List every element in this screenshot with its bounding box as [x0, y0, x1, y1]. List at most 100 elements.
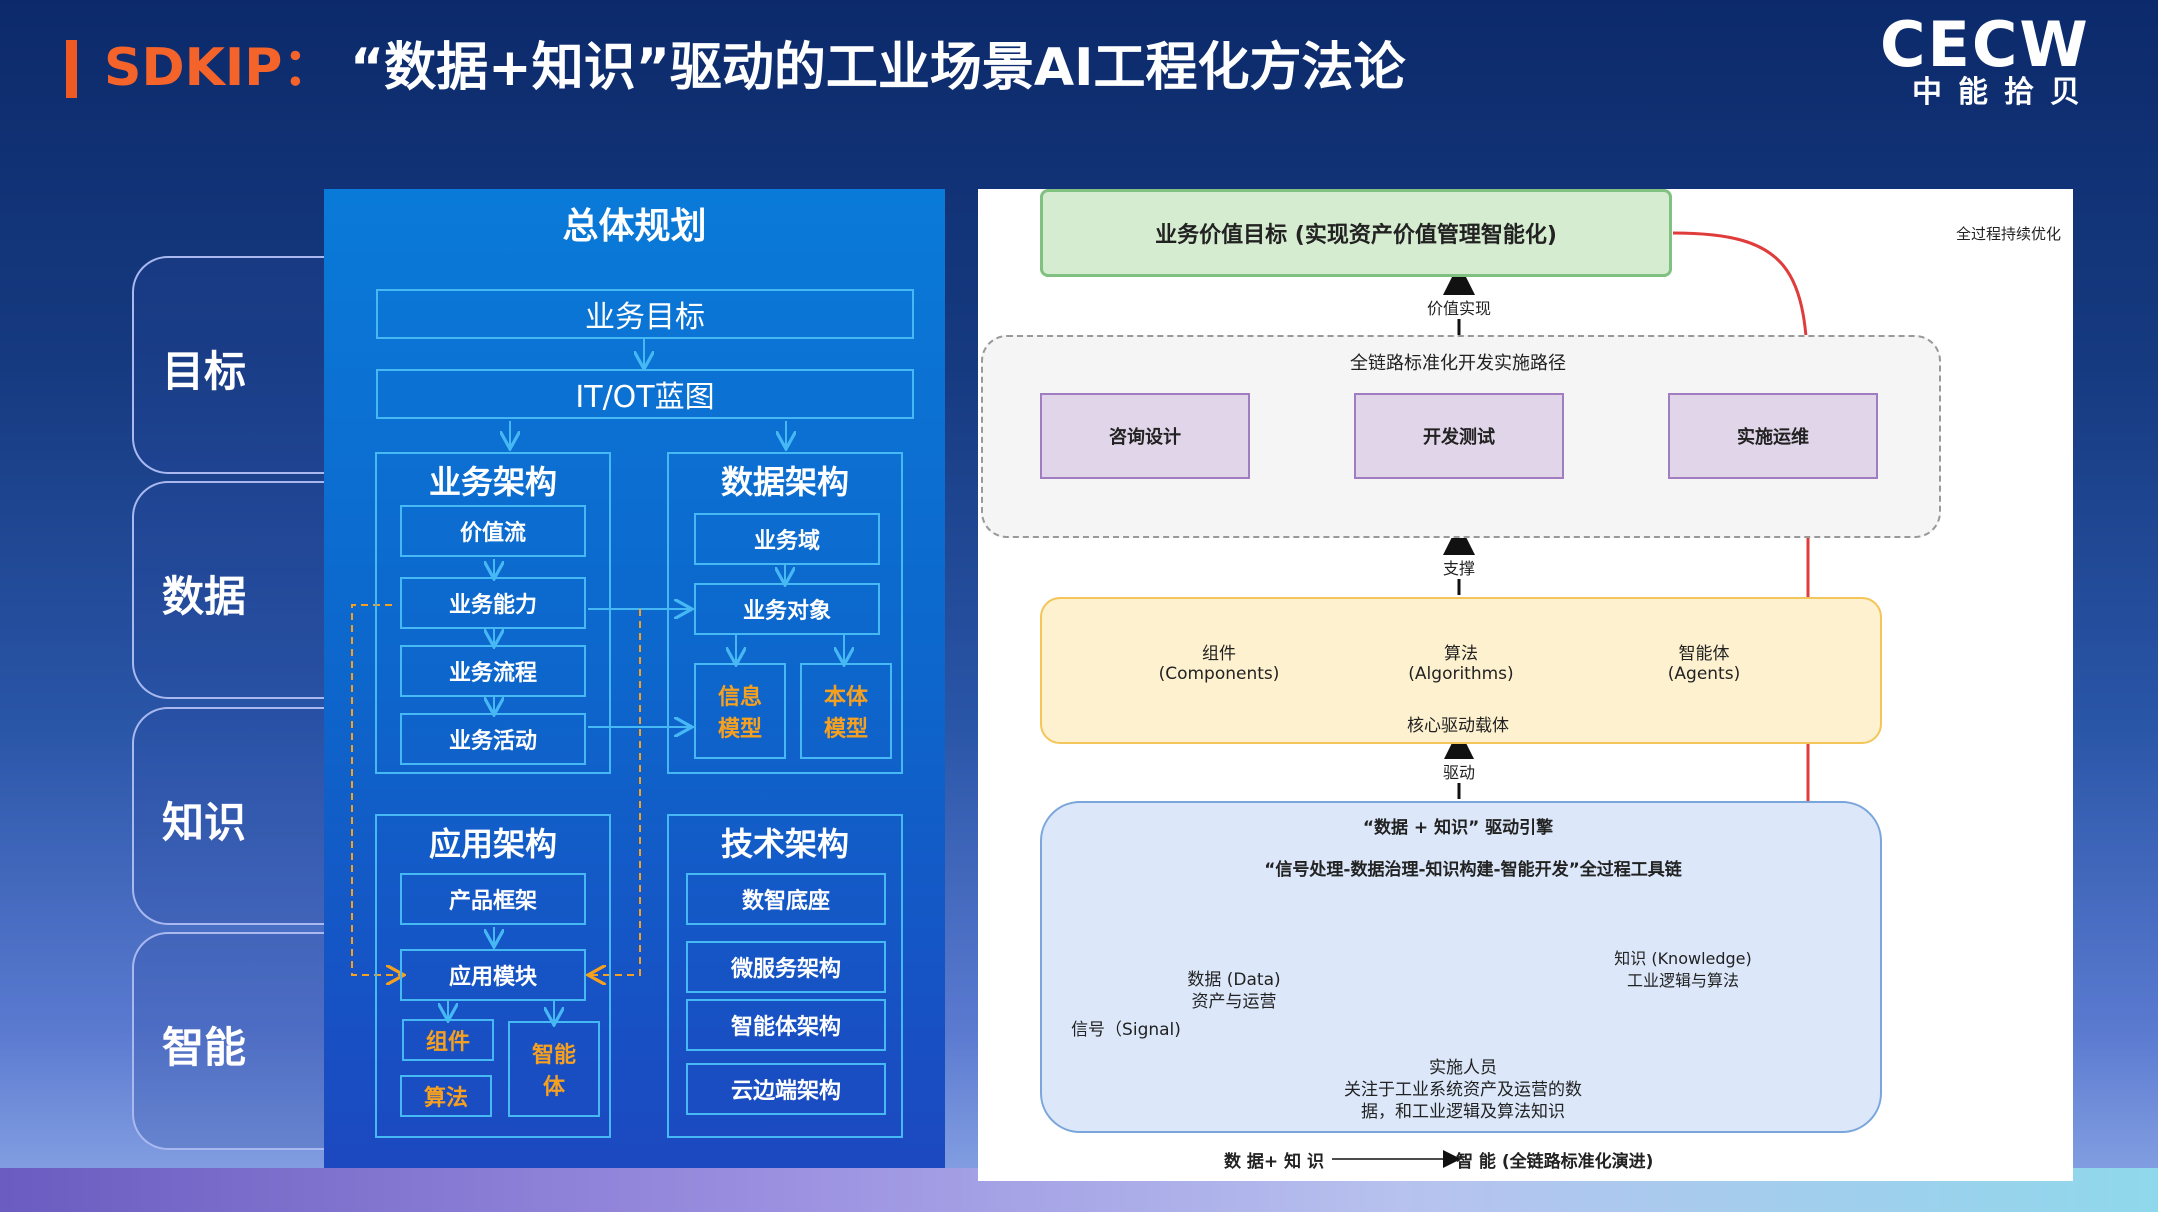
arrow-left-icon	[1363, 943, 1445, 995]
cloud-edge-arch-box[interactable]: 云边端架构	[686, 1063, 886, 1115]
company-logo: CECW 中能拾贝	[1880, 8, 2110, 110]
side-tab-label: 知识	[162, 798, 247, 847]
implementer-desc-2: 据，和工业逻辑及算法知识	[1361, 1102, 1565, 1122]
carrier-component-name: 组件	[1202, 644, 1236, 664]
logo-text-latin: CECW	[1880, 8, 2090, 81]
knowledge-sub-label: 工业逻辑与算法	[1626, 971, 1739, 990]
business-domain-label: 业务域	[753, 529, 820, 554]
business-capability-label: 业务能力	[448, 593, 537, 618]
deployment-ops-label: 实施运维	[1737, 427, 1809, 448]
core-drive-carrier-container	[1040, 597, 1882, 744]
product-framework-box[interactable]: 产品框架	[400, 873, 586, 925]
footer-intelligence: 智 能 (全链路标准化演进)	[1456, 1152, 1654, 1172]
ontology-model-label: 本体 模型	[823, 685, 868, 742]
data-arch-title: 数据架构	[720, 463, 849, 501]
agent-arch-label: 智能体架构	[730, 1015, 841, 1040]
planning-connectors	[351, 339, 903, 1138]
carrier-component-en: (Components)	[1158, 664, 1280, 684]
agent-box[interactable]: 智能 体	[508, 1021, 600, 1117]
app-module-box[interactable]: 应用模块	[400, 949, 586, 1001]
component-label: 组件	[425, 1030, 470, 1055]
side-tab-knowledge[interactable]: 知识	[132, 707, 332, 925]
data-label: 数据 (Data)	[1187, 970, 1281, 990]
consulting-design-box[interactable]: 咨询设计	[1040, 393, 1250, 479]
arrow-right-icon	[1543, 943, 1609, 997]
implementer-desc-1: 关注于工业系统资产及运营的数	[1344, 1080, 1582, 1100]
cloud-edge-arch-label: 云边端架构	[730, 1079, 841, 1104]
ontology-model-box[interactable]: 本体 模型	[800, 663, 892, 759]
toolchain-label: “信号处理-数据治理-知识构建-智能开发”全过程工具链	[1264, 860, 1682, 880]
dev-test-label: 开发测试	[1423, 427, 1495, 448]
signal-wave-icon	[1096, 961, 1144, 1009]
drive-label: 驱动	[1424, 759, 1494, 783]
side-tab-goal[interactable]: 目标	[132, 256, 332, 474]
info-model-label: 信息 模型	[717, 685, 762, 742]
implementer-label: 实施人员	[1429, 1058, 1497, 1078]
title-accent-bar	[66, 40, 77, 98]
microservice-arch-box[interactable]: 微服务架构	[686, 941, 886, 993]
title-prefix: SDKIP：	[104, 38, 335, 98]
consulting-design-label: 咨询设计	[1109, 427, 1181, 448]
business-capability-box[interactable]: 业务能力	[400, 577, 586, 629]
side-tab-data[interactable]: 数据	[132, 481, 332, 699]
page-title: “数据+知识”驱动的工业场景AI工程化方法论	[350, 38, 1406, 98]
microservice-arch-label: 微服务架构	[730, 957, 841, 982]
tech-arch-title: 技术架构	[720, 825, 849, 863]
app-module-label: 应用模块	[448, 965, 537, 990]
signal-label: 信号（Signal)	[1071, 1020, 1181, 1040]
dev-test-box[interactable]: 开发测试	[1354, 393, 1564, 479]
business-value-goal-box[interactable]: 业务价值目标 (实现资产价值管理智能化)	[1040, 189, 1672, 277]
carrier-algorithm[interactable]: 算法 (Algorithms)	[1356, 639, 1566, 684]
carrier-agent-en: (Agents)	[1667, 664, 1741, 684]
deployment-ops-box[interactable]: 实施运维	[1668, 393, 1878, 479]
person-icon	[1442, 971, 1482, 1053]
business-object-box[interactable]: 业务对象	[694, 583, 880, 635]
value-stream-label: 价值流	[459, 521, 526, 546]
data-sub-label: 资产与运营	[1191, 992, 1277, 1012]
logo-text-cn: 中能拾贝	[1912, 75, 2096, 110]
agent-arch-box[interactable]: 智能体架构	[686, 999, 886, 1051]
business-process-box[interactable]: 业务流程	[400, 645, 586, 697]
business-goal-label: 业务目标	[585, 300, 705, 335]
business-goal-box[interactable]: 业务目标	[376, 289, 914, 339]
data-knowledge-engine-container	[1040, 801, 1882, 1133]
core-carrier-title: 核心驱动载体	[1407, 716, 1509, 736]
business-arch-title: 业务架构	[428, 463, 557, 501]
carrier-algorithm-name: 算法	[1444, 644, 1478, 664]
engine-title: “数据 + 知识” 驱动引擎	[1362, 818, 1554, 838]
business-activity-box[interactable]: 业务活动	[400, 713, 586, 765]
side-tab-label: 数据	[162, 572, 247, 621]
standard-dev-path-title: 全链路标准化开发实施路径	[1350, 353, 1566, 374]
carrier-algorithm-en: (Algorithms)	[1408, 664, 1514, 684]
side-tab-label: 智能	[162, 1023, 247, 1072]
footer-data-knowledge: 数 据+ 知 识	[1224, 1152, 1324, 1172]
business-domain-box[interactable]: 业务域	[694, 513, 880, 565]
app-arch-title: 应用架构	[428, 825, 557, 863]
it-ot-blueprint-box[interactable]: IT/OT蓝图	[376, 369, 914, 419]
component-box[interactable]: 组件	[402, 1019, 494, 1061]
blueprint-label: IT/OT蓝图	[575, 380, 715, 415]
support-label: 支撑	[1424, 555, 1494, 579]
methodology-flow-diagram: 业务价值目标 (实现资产价值管理智能化) 全过程持续优化 价值实现 全链路标准化…	[978, 189, 2073, 1181]
algorithm-label: 算法	[423, 1086, 468, 1111]
side-tab-label: 目标	[162, 347, 247, 396]
carrier-component[interactable]: 组件 (Components)	[1114, 639, 1324, 684]
continuous-optimization-label: 全过程持续优化	[1956, 225, 2062, 243]
value-realization-label: 价值实现	[1404, 295, 1514, 319]
business-value-goal-label: 业务价值目标 (实现资产价值管理智能化)	[1155, 223, 1557, 248]
side-tab-intelligence[interactable]: 智能	[132, 932, 332, 1150]
planning-title: 总体规划	[562, 206, 707, 247]
carrier-agent-name: 智能体	[1678, 644, 1730, 664]
agent-label: 智能 体	[531, 1043, 576, 1100]
algorithm-box[interactable]: 算法	[400, 1075, 492, 1117]
gear-icon	[1178, 844, 1222, 888]
business-activity-label: 业务活动	[448, 729, 537, 754]
digital-base-box[interactable]: 数智底座	[686, 873, 886, 925]
knowledge-label: 知识 (Knowledge)	[1614, 949, 1752, 968]
business-process-label: 业务流程	[448, 661, 537, 686]
carrier-agent[interactable]: 智能体 (Agents)	[1599, 639, 1809, 684]
digital-base-label: 数智底座	[741, 889, 830, 914]
value-stream-box[interactable]: 价值流	[400, 505, 586, 557]
info-model-box[interactable]: 信息 模型	[694, 663, 786, 759]
product-framework-label: 产品框架	[448, 889, 537, 914]
